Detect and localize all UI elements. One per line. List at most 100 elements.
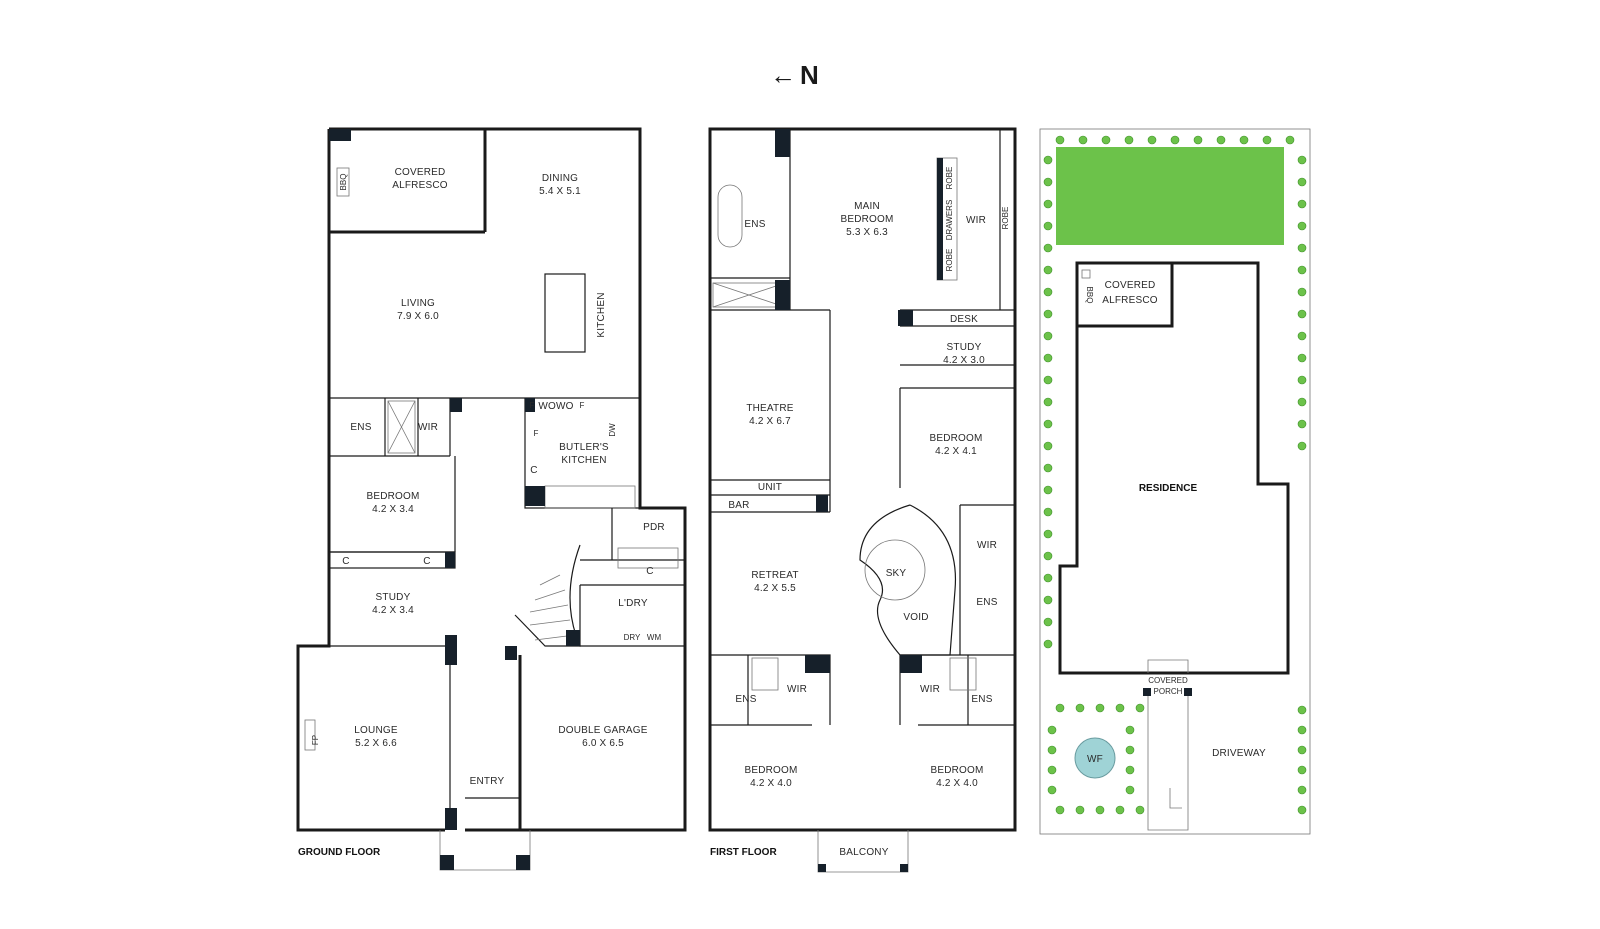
tree-icon — [1043, 375, 1053, 385]
room-label: ENTRY — [470, 776, 505, 787]
fixture-label: C — [423, 556, 430, 567]
tree-icon — [1297, 745, 1307, 755]
tree-icon — [1297, 725, 1307, 735]
tree-icon — [1216, 135, 1226, 145]
tree-icon — [1297, 155, 1307, 165]
north-arrow-icon: ← — [770, 60, 796, 90]
room-label: RETREAT — [751, 570, 798, 581]
room-label: WIR — [418, 422, 438, 433]
ground-floor-plan — [296, 127, 687, 871]
room-label: ALFRESCO — [392, 180, 448, 191]
fixture-label: WM — [647, 633, 662, 642]
tree-icon — [1047, 725, 1057, 735]
site-label: ALFRESCO — [1102, 295, 1158, 306]
room-label: PDR — [643, 522, 665, 533]
room-label: COVERED — [395, 167, 446, 178]
room-label: SKY — [886, 568, 907, 579]
room-size: 4.2 X 4.0 — [936, 778, 978, 789]
tree-icon — [1075, 805, 1085, 815]
first-floor-title: FIRST FLOOR — [710, 847, 777, 858]
fixture-label: F — [534, 429, 539, 438]
fixture-label: UNIT — [758, 482, 782, 493]
tree-icon — [1297, 397, 1307, 407]
tree-icon — [1297, 765, 1307, 775]
fixture-label: C — [342, 556, 349, 567]
room-label: DESK — [950, 314, 978, 325]
room-label: MAIN — [854, 201, 880, 212]
site-label: COVERED — [1105, 280, 1156, 291]
tree-icon — [1043, 331, 1053, 341]
room-label: WIR — [920, 684, 940, 695]
room-label: BBQ — [339, 174, 348, 191]
first-floor-labels: ENS MAIN BEDROOM 5.3 X 6.3 ROBE DRAWERS … — [710, 167, 1010, 858]
tree-icon — [1297, 805, 1307, 815]
tree-icon — [1297, 705, 1307, 715]
tree-icon — [1043, 199, 1053, 209]
fixture-label: ROBE — [1001, 207, 1010, 230]
ground-floor-labels: COVERED ALFRESCO BBQ DINING 5.4 X 5.1 LI… — [298, 167, 665, 858]
tree-icon — [1043, 309, 1053, 319]
tree-icon — [1043, 265, 1053, 275]
fixture-label: DW — [608, 423, 617, 437]
tree-icon — [1115, 805, 1125, 815]
fixture-label: F — [530, 401, 535, 410]
site-label: DRIVEWAY — [1212, 748, 1266, 759]
room-size: 4.2 X 5.5 — [754, 583, 796, 594]
tree-icon — [1078, 135, 1088, 145]
room-label: STUDY — [947, 342, 982, 353]
tree-icon — [1297, 265, 1307, 275]
tree-icon — [1239, 135, 1249, 145]
site-label: BBQ — [1085, 287, 1094, 304]
tree-icon — [1297, 199, 1307, 209]
tree-icon — [1055, 135, 1065, 145]
room-label: BEDROOM — [930, 765, 983, 776]
room-size: 5.2 X 6.6 — [355, 738, 397, 749]
tree-icon — [1043, 639, 1053, 649]
north-compass: ← N — [770, 60, 819, 90]
trees-group — [1043, 135, 1307, 815]
north-label: N — [800, 60, 819, 90]
tree-icon — [1043, 507, 1053, 517]
tree-icon — [1043, 287, 1053, 297]
fixture-label: ROBE — [945, 249, 954, 272]
fixture-label: C — [646, 566, 653, 577]
room-label: STUDY — [376, 592, 411, 603]
room-label: ENS — [735, 694, 756, 705]
room-label: DOUBLE GARAGE — [558, 725, 647, 736]
site-label: COVERED — [1148, 676, 1188, 685]
fixture-label: BAR — [728, 500, 749, 511]
room-size: 4.2 X 3.0 — [943, 355, 985, 366]
tree-icon — [1125, 765, 1135, 775]
room-label: KITCHEN — [561, 455, 606, 466]
room-label: DINING — [542, 173, 578, 184]
tree-icon — [1043, 243, 1053, 253]
tree-icon — [1043, 353, 1053, 363]
room-label: BEDROOM — [366, 491, 419, 502]
tree-icon — [1055, 703, 1065, 713]
residence-label: RESIDENCE — [1139, 483, 1198, 494]
tree-icon — [1115, 703, 1125, 713]
tree-icon — [1125, 725, 1135, 735]
tree-icon — [1075, 703, 1085, 713]
tree-icon — [1297, 309, 1307, 319]
tree-icon — [1297, 331, 1307, 341]
tree-icon — [1124, 135, 1134, 145]
tree-icon — [1047, 745, 1057, 755]
tree-icon — [1095, 703, 1105, 713]
fixture-label: ROBE — [945, 167, 954, 190]
fixture-label: DRAWERS — [945, 200, 954, 241]
tree-icon — [1043, 155, 1053, 165]
room-label: BEDROOM — [840, 214, 893, 225]
tree-icon — [1297, 177, 1307, 187]
ground-floor-title: GROUND FLOOR — [298, 847, 381, 858]
tree-icon — [1043, 595, 1053, 605]
site-label: PORCH — [1154, 687, 1183, 696]
tree-icon — [1297, 375, 1307, 385]
site-labels: COVERED ALFRESCO BBQ RESIDENCE COVERED P… — [1085, 280, 1266, 765]
room-label: BEDROOM — [929, 433, 982, 444]
tree-icon — [1043, 221, 1053, 231]
room-label: BEDROOM — [744, 765, 797, 776]
tree-icon — [1101, 135, 1111, 145]
tree-icon — [1297, 221, 1307, 231]
